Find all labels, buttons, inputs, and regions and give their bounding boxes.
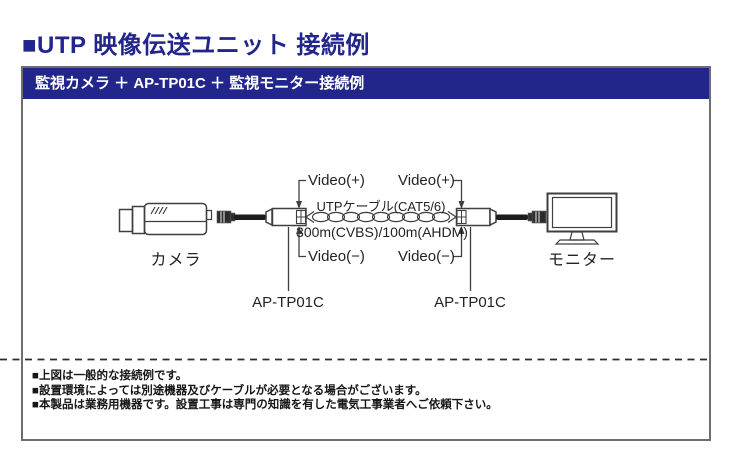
panel-header: 監視カメラ ＋ AP-TP01C ＋ 監視モニター接続例 (23, 68, 709, 99)
page-title: ■UTP 映像伝送ユニット 接続例 (22, 32, 370, 59)
video-plus-left-label: Video(+) (308, 172, 365, 189)
footnote-line: ■本製品は業務用機器です。設置工事は専門の知識を有した電気工事業者へご依頼下さい… (32, 399, 498, 411)
video-minus-right-label: Video(−) (398, 248, 455, 265)
footnote-line: ■設置環境によっては別途機器及びケーブルが必要となる場合がございます。 (32, 384, 427, 397)
footnotes: ■上図は一般的な接続例です。 ■設置環境によっては別途機器及びケーブルが必要とな… (32, 369, 498, 413)
footnote-line: ■上図は一般的な接続例です。 (32, 370, 188, 382)
connection-example-panel: 監視カメラ ＋ AP-TP01C ＋ 監視モニター接続例 (21, 66, 711, 441)
monitor-label: モニター (547, 252, 617, 269)
video-plus-right-label: Video(+) (398, 172, 455, 189)
transmitter-model-label: AP-TP01C (252, 294, 324, 311)
utp-cable-type-label: UTPケーブル(CAT5/6) (316, 199, 446, 214)
video-minus-left-label: Video(−) (308, 248, 365, 265)
utp-cable-distance-label: 300m(CVBS)/100m(AHDM) (296, 224, 468, 240)
camera-label: カメラ (150, 252, 202, 269)
receiver-model-label: AP-TP01C (434, 294, 506, 311)
